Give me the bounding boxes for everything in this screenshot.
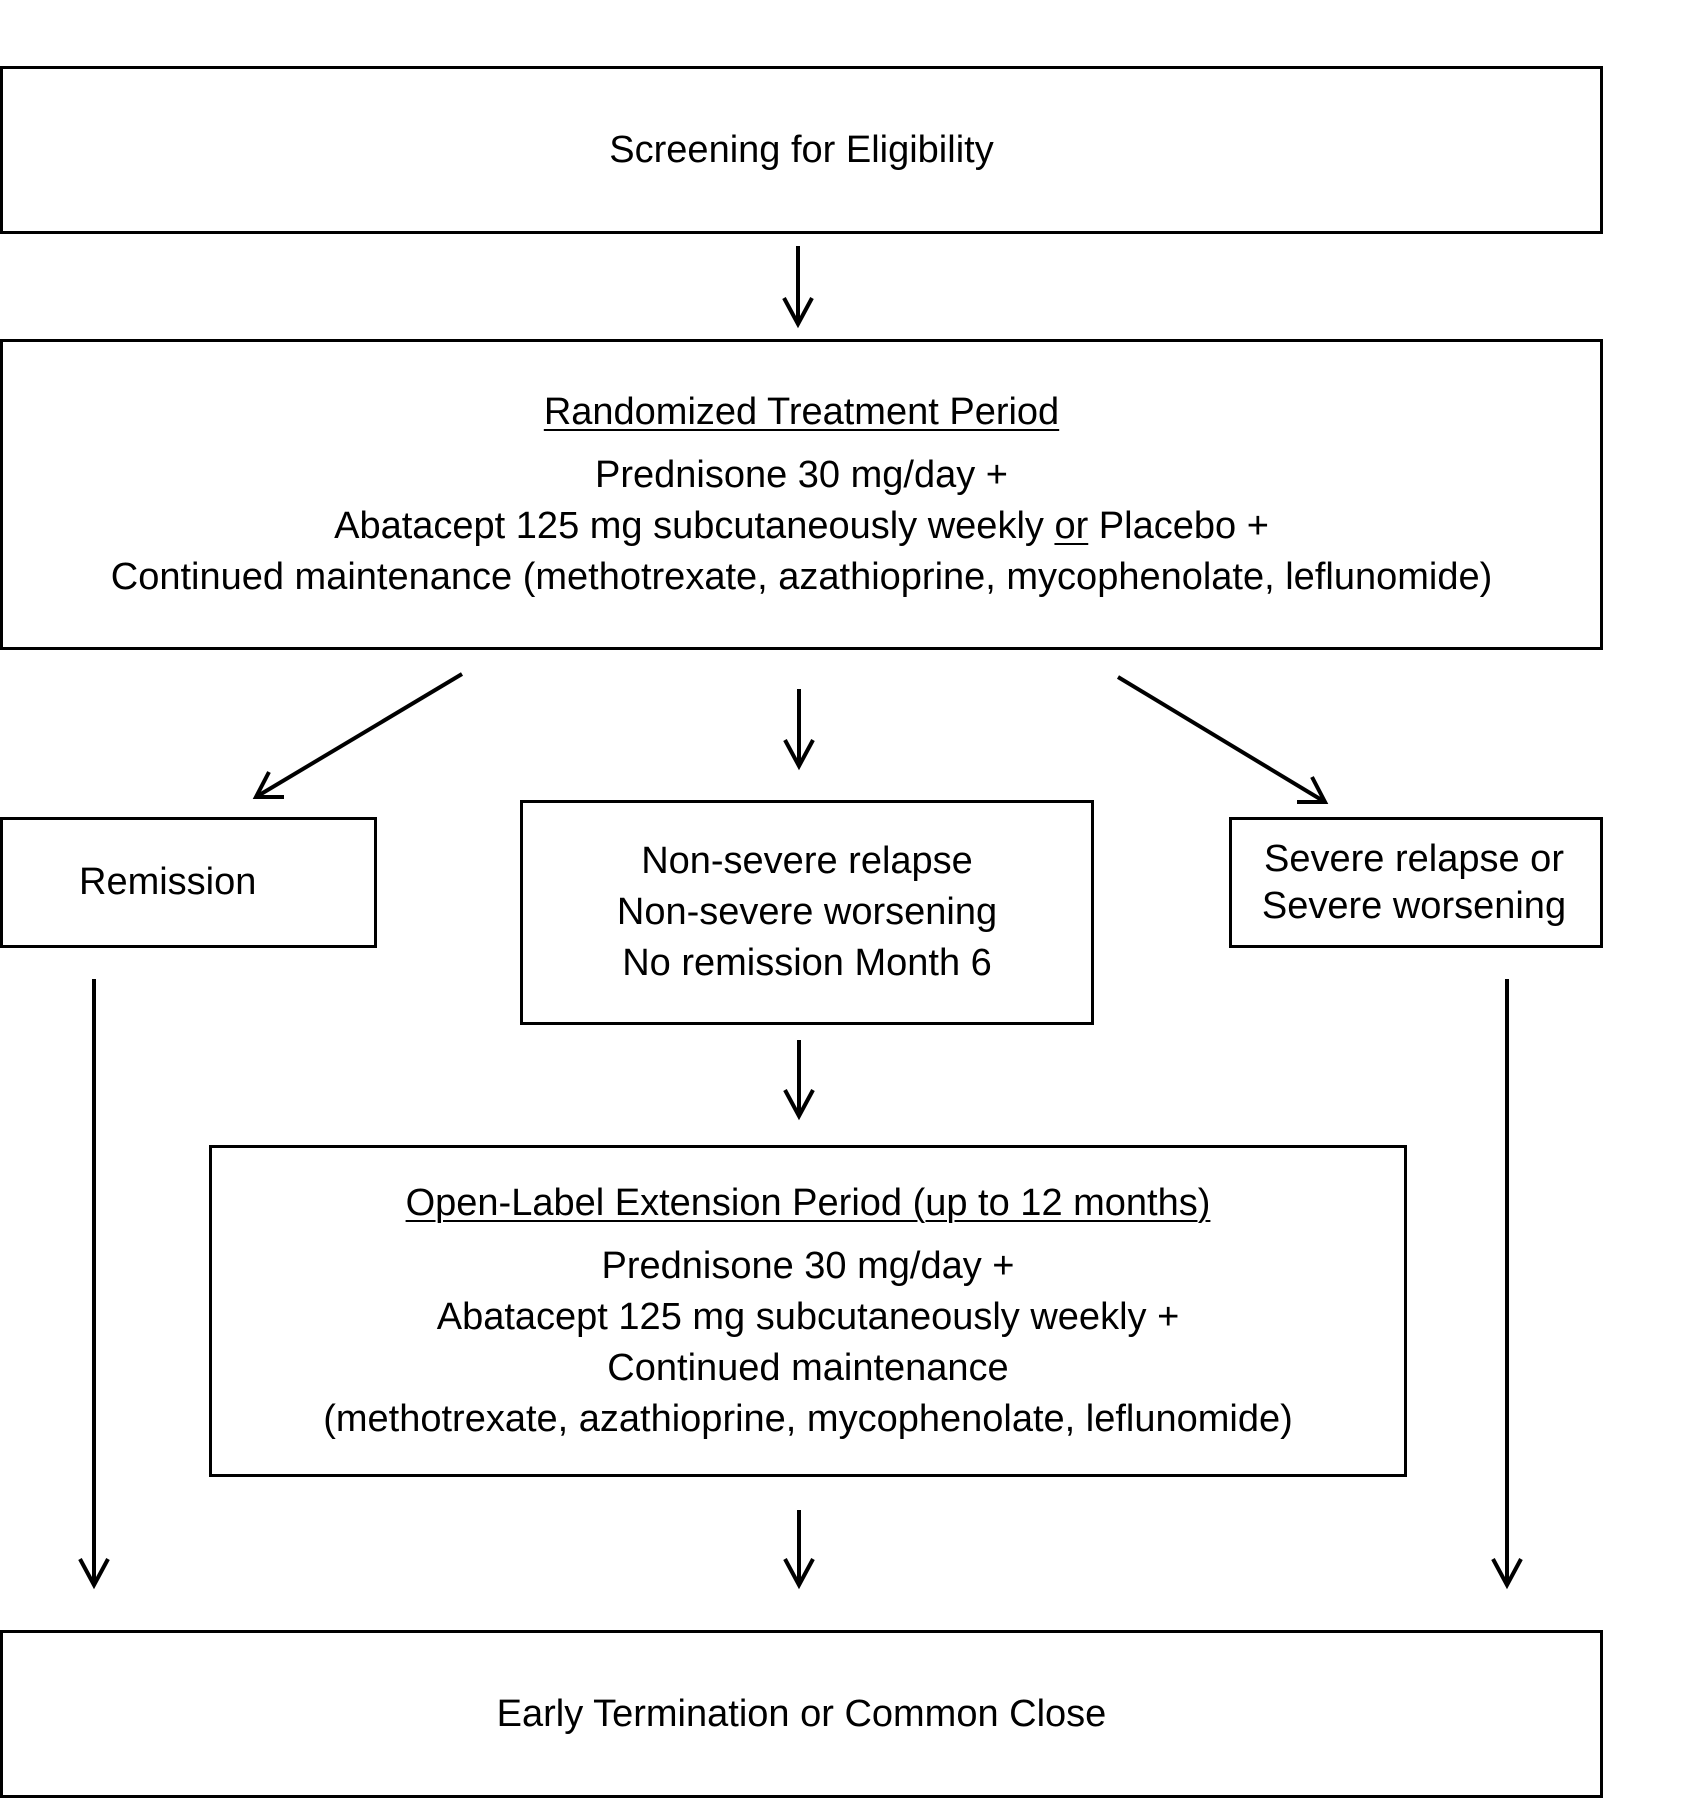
arrow-remission-to-closing bbox=[78, 979, 110, 1590]
arrow-randomized-to-severe bbox=[1116, 675, 1329, 804]
arrow-openlabel-to-closing bbox=[783, 1510, 815, 1590]
severe-box: Severe relapse or Severe worsening bbox=[1229, 817, 1603, 948]
randomized-heading: Randomized Treatment Period bbox=[543, 390, 1060, 433]
open-label-line-4: (methotrexate, azathioprine, mycophenola… bbox=[323, 1397, 1293, 1440]
remission-label: Remission bbox=[79, 861, 257, 903]
open-label-line-1: Prednisone 30 mg/day + bbox=[601, 1244, 1015, 1287]
arrow-screening-to-randomized bbox=[782, 246, 814, 329]
arrow-randomized-to-nonsevere bbox=[783, 689, 815, 771]
randomized-line-2: Abatacept 125 mg subcutaneously weekly o… bbox=[334, 501, 1269, 552]
screening-box: Screening for Eligibility bbox=[0, 66, 1603, 234]
randomized-line-2-prefix: Abatacept 125 mg subcutaneously weekly bbox=[334, 504, 1055, 547]
randomized-line-3: Continued maintenance (methotrexate, aza… bbox=[110, 555, 1493, 598]
remission-box: Remission bbox=[0, 817, 377, 948]
non-severe-line-2: Non-severe worsening bbox=[616, 891, 998, 933]
closing-label: Early Termination or Common Close bbox=[496, 1692, 1107, 1735]
open-label-extension-box: Open-Label Extension Period (up to 12 mo… bbox=[209, 1145, 1407, 1477]
severe-line-1: Severe relapse or bbox=[1264, 837, 1564, 880]
open-label-line-2: Abatacept 125 mg subcutaneously weekly + bbox=[436, 1295, 1180, 1338]
non-severe-line-3: No remission Month 6 bbox=[622, 942, 992, 984]
open-label-heading: Open-Label Extension Period (up to 12 mo… bbox=[405, 1181, 1211, 1224]
randomized-treatment-box: Randomized Treatment Period Prednisone 3… bbox=[0, 339, 1603, 650]
open-label-line-3: Continued maintenance bbox=[607, 1346, 1009, 1389]
arrow-nonsevere-to-openlabel bbox=[783, 1040, 815, 1121]
non-severe-box: Non-severe relapse Non-severe worsening … bbox=[520, 800, 1094, 1025]
randomized-line-2-or: or bbox=[1054, 504, 1089, 547]
arrow-severe-to-closing bbox=[1491, 979, 1523, 1590]
severe-line-2: Severe worsening bbox=[1261, 884, 1567, 927]
screening-label: Screening for Eligibility bbox=[609, 128, 994, 171]
closing-box: Early Termination or Common Close bbox=[0, 1630, 1603, 1798]
non-severe-line-1: Non-severe relapse bbox=[641, 840, 973, 882]
randomized-line-1: Prednisone 30 mg/day + bbox=[595, 453, 1008, 496]
randomized-line-2-suffix: Placebo + bbox=[1088, 504, 1269, 547]
arrow-randomized-to-remission bbox=[252, 672, 464, 799]
